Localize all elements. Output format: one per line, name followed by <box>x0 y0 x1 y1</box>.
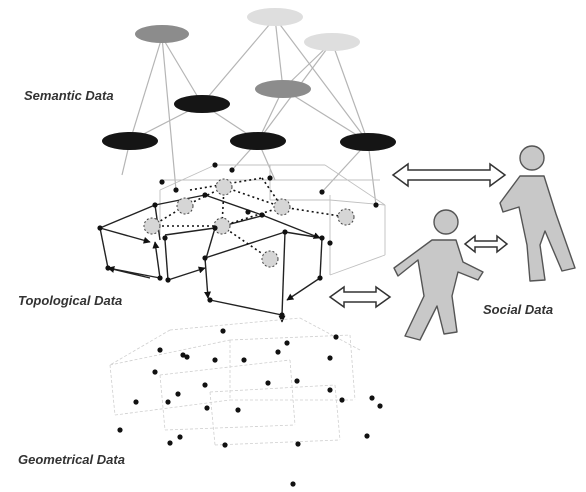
semantic-node <box>135 25 189 43</box>
double-arrow-icon <box>328 285 392 309</box>
semantic-node <box>102 132 158 150</box>
topology-cells <box>99 194 323 323</box>
geometry-points <box>117 328 383 487</box>
topology-vertices <box>97 162 379 318</box>
semantic-node <box>247 8 303 26</box>
topology-node <box>261 250 279 268</box>
social-data-label: Social Data <box>483 302 554 317</box>
person-icon <box>499 145 576 282</box>
semantic-node <box>174 95 230 113</box>
topology-nodes <box>143 178 355 268</box>
semantic-node <box>230 132 286 150</box>
semantic-node <box>304 33 360 51</box>
double-arrow-icon <box>463 234 509 254</box>
topology-node <box>337 208 355 226</box>
geometrical-data-label: Geometrical Data <box>18 452 125 467</box>
person-icon <box>393 209 484 341</box>
semantic-layer <box>102 8 396 206</box>
semantic-node <box>255 80 311 98</box>
geometrical-layer <box>109 317 383 487</box>
topological-layer <box>97 162 386 323</box>
topology-node <box>176 197 194 215</box>
topology-node <box>273 198 291 216</box>
topological-data-label: Topological Data <box>18 293 123 308</box>
double-arrow-icon <box>391 162 507 188</box>
semantic-data-label: Semantic Data <box>24 88 114 103</box>
semantic-node <box>340 133 396 151</box>
topology-node <box>215 178 233 196</box>
geometry-grid <box>109 317 361 446</box>
topology-node <box>143 217 161 235</box>
